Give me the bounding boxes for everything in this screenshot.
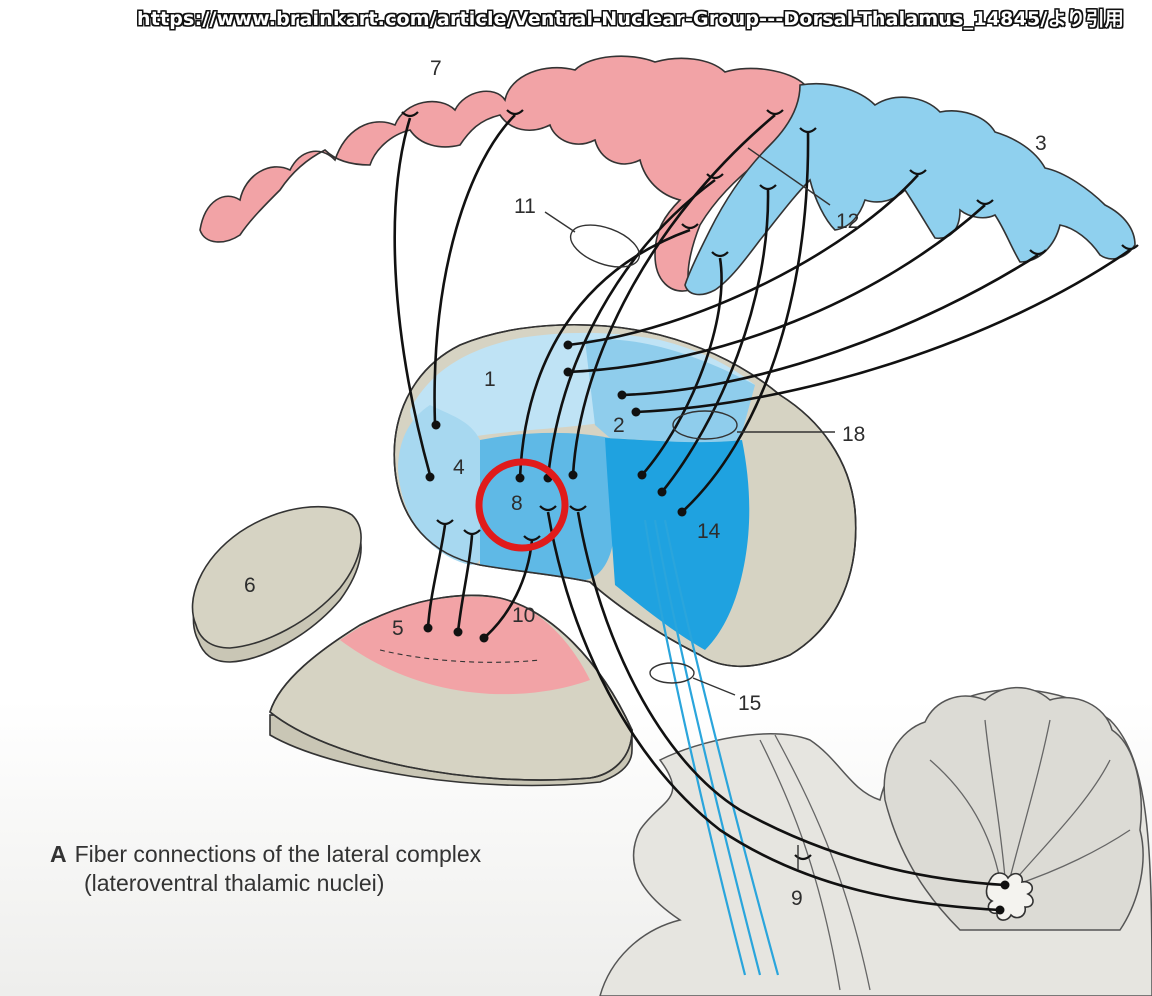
label-18: 18 (842, 423, 865, 446)
fibers-blue-15 (643, 519, 780, 976)
thalamus-region-14 (605, 438, 750, 650)
fiber-terminals (401, 109, 1139, 861)
thalamus-region-4 (398, 405, 487, 565)
label-10: 10 (512, 604, 535, 627)
fiber-dots (423, 340, 1010, 915)
bundle-rings (569, 224, 738, 684)
caption-line-1: Fiber connections of the lateral complex (74, 841, 482, 867)
label-2: 2 (613, 414, 625, 437)
highlight-circle (475, 458, 569, 552)
label-7: 7 (430, 57, 442, 80)
thalamus-outline (393, 324, 857, 668)
nucleus-6 (191, 505, 362, 663)
label-4: 4 (453, 456, 465, 479)
brainstem-cerebellum (599, 686, 1152, 996)
nucleus-disc-5-10 (269, 594, 633, 787)
label-6: 6 (244, 574, 256, 597)
caption-letter: A (50, 841, 67, 867)
figure-caption: A Fiber connections of the lateral comple… (50, 840, 481, 898)
leader-lines (544, 147, 835, 870)
bundle-ring-18 (672, 410, 738, 440)
bundle-ring-15 (649, 662, 695, 684)
label-11: 11 (514, 195, 536, 218)
label-9: 9 (791, 887, 803, 910)
fibers-black (393, 114, 1131, 912)
bundle-ring-11 (569, 224, 641, 268)
label-1: 1 (484, 368, 496, 391)
label-3: 3 (1035, 132, 1047, 155)
cortex-somatosensory (684, 82, 1136, 296)
cortex-motor (199, 55, 811, 292)
thalamus-region-8 (480, 432, 615, 580)
labels: 1 2 3 4 5 6 7 8 9 10 11 12 14 15 18 (244, 57, 1047, 910)
label-14: 14 (697, 520, 721, 543)
caption-line-2: (lateroventral thalamic nuclei) (84, 870, 385, 896)
label-8: 8 (511, 492, 523, 515)
label-15: 15 (738, 692, 761, 715)
source-citation: https://www.brainkart.com/article/Ventra… (136, 8, 1124, 30)
label-12: 12 (836, 210, 859, 233)
cerebellum-outline (883, 686, 1144, 931)
label-5: 5 (392, 617, 404, 640)
